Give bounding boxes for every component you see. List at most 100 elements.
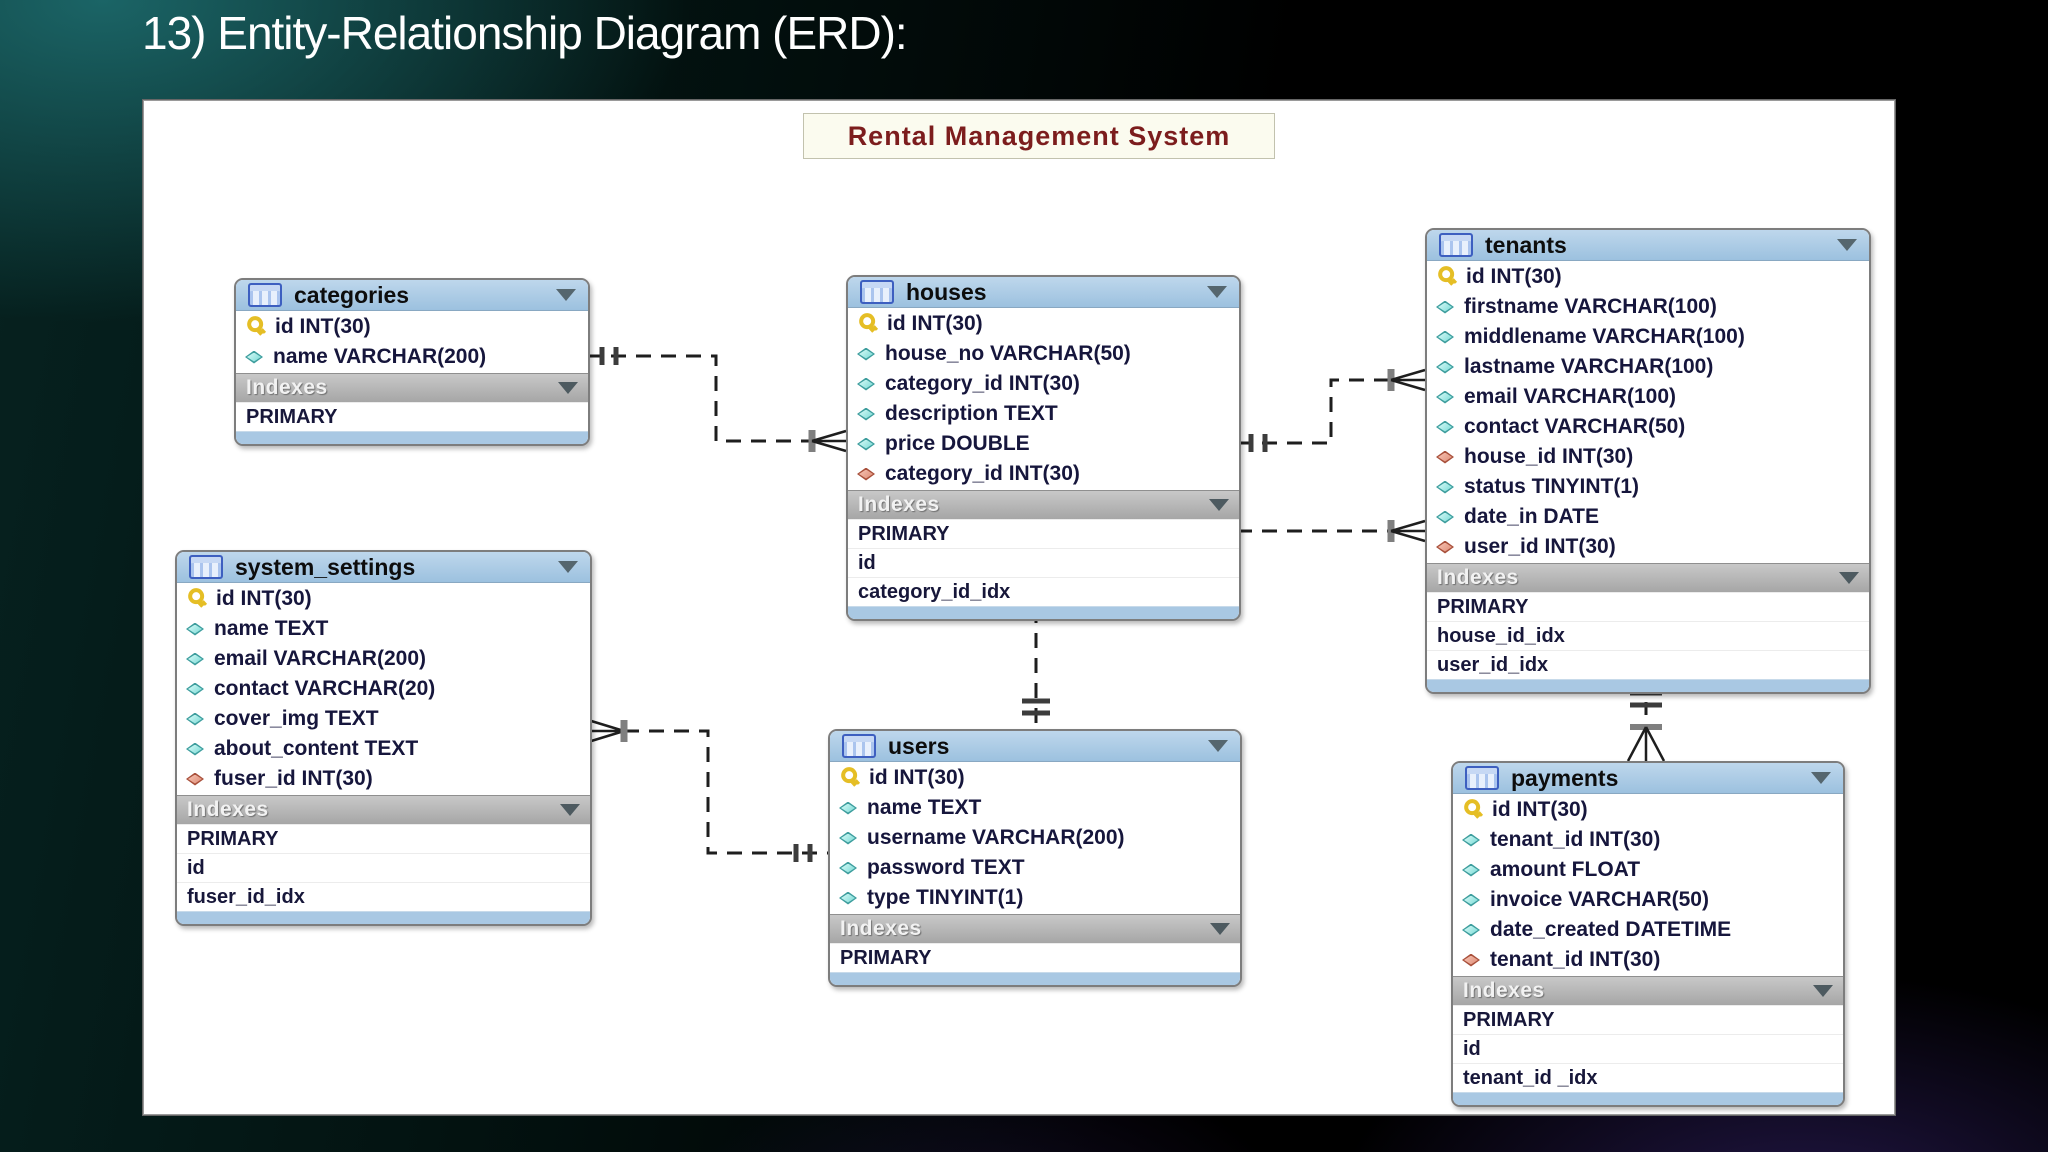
index-row: PRIMARY — [830, 943, 1240, 972]
indexes-section-header[interactable]: Indexes — [848, 490, 1239, 519]
column-row: id INT(30) — [177, 584, 590, 614]
column-row: category_id INT(30) — [848, 369, 1239, 399]
column-row: user_id INT(30) — [1427, 532, 1869, 562]
index-row: id — [1453, 1034, 1843, 1063]
collapse-arrow-icon[interactable] — [1811, 772, 1831, 784]
column-icon — [1462, 923, 1480, 937]
column-row: id INT(30) — [1453, 795, 1843, 825]
relationship-houses-tenants[interactable] — [1237, 368, 1426, 452]
column-icon — [186, 622, 204, 636]
primary-key-icon — [1458, 796, 1486, 824]
table-footer — [236, 431, 588, 444]
table-header-payments: payments — [1453, 763, 1843, 794]
column-row: password TEXT — [830, 853, 1240, 883]
column-row: tenant_id INT(30) — [1453, 825, 1843, 855]
entity-table-houses[interactable]: houses id INT(30) house_no VARCHAR(50) c… — [846, 275, 1241, 621]
table-icon — [1439, 233, 1473, 257]
column-row: contact VARCHAR(50) — [1427, 412, 1869, 442]
index-row: PRIMARY — [236, 402, 588, 431]
index-row: house_id_idx — [1427, 621, 1869, 650]
column-icon — [1462, 893, 1480, 907]
foreign-key-icon — [1462, 953, 1480, 967]
column-row: username VARCHAR(200) — [830, 823, 1240, 853]
column-row: id INT(30) — [848, 309, 1239, 339]
primary-key-icon — [853, 310, 881, 338]
primary-key-icon — [241, 313, 269, 341]
column-row: cover_img TEXT — [177, 704, 590, 734]
index-row: user_id_idx — [1427, 650, 1869, 679]
table-header-system-settings: system_settings — [177, 552, 590, 583]
index-row: fuser_id_idx — [177, 882, 590, 911]
column-row: tenant_id INT(30) — [1453, 945, 1843, 975]
entity-table-tenants[interactable]: tenants id INT(30) firstname VARCHAR(100… — [1425, 228, 1871, 694]
table-footer — [1453, 1092, 1843, 1105]
collapse-arrow-icon[interactable] — [556, 289, 576, 301]
entity-table-users[interactable]: users id INT(30) name TEXT username VARC… — [828, 729, 1242, 987]
foreign-key-icon — [1436, 540, 1454, 554]
indexes-section-header[interactable]: Indexes — [1427, 563, 1869, 592]
column-icon — [857, 437, 875, 451]
column-icon — [839, 831, 857, 845]
relationship-users-tenants-horizontal[interactable] — [1237, 519, 1426, 543]
collapse-arrow-icon[interactable] — [1813, 985, 1833, 997]
table-footer — [848, 606, 1239, 619]
collapse-arrow-icon[interactable] — [558, 561, 578, 573]
table-title: categories — [294, 281, 410, 308]
indexes-section-header[interactable]: Indexes — [177, 795, 590, 824]
entity-table-payments[interactable]: payments id INT(30) tenant_id INT(30) am… — [1451, 761, 1845, 1107]
column-icon — [839, 861, 857, 875]
foreign-key-icon — [186, 772, 204, 786]
column-row: price DOUBLE — [848, 429, 1239, 459]
table-title: tenants — [1485, 231, 1567, 258]
collapse-arrow-icon[interactable] — [1839, 572, 1859, 584]
index-row: id — [848, 548, 1239, 577]
entity-table-categories[interactable]: categories id INT(30) name VARCHAR(200) … — [234, 278, 590, 446]
collapse-arrow-icon[interactable] — [560, 804, 580, 816]
column-row: status TINYINT(1) — [1427, 472, 1869, 502]
column-icon — [1436, 390, 1454, 404]
column-icon — [839, 891, 857, 905]
indexes-section-header[interactable]: Indexes — [1453, 976, 1843, 1005]
collapse-arrow-icon[interactable] — [1209, 499, 1229, 511]
page-title: 13) Entity-Relationship Diagram (ERD): — [142, 7, 908, 59]
collapse-arrow-icon[interactable] — [1208, 740, 1228, 752]
table-header-categories: categories — [236, 280, 588, 311]
table-icon — [860, 280, 894, 304]
collapse-arrow-icon[interactable] — [1837, 239, 1857, 251]
column-row: about_content TEXT — [177, 734, 590, 764]
column-icon — [857, 347, 875, 361]
column-icon — [186, 652, 204, 666]
column-row: id INT(30) — [1427, 262, 1869, 292]
relationship-users-system-settings[interactable] — [587, 718, 828, 862]
relationship-users-tenants-vertical[interactable] — [1022, 608, 1050, 729]
table-title: houses — [906, 278, 987, 305]
index-row: PRIMARY — [177, 824, 590, 853]
column-row: amount FLOAT — [1453, 855, 1843, 885]
entity-table-system-settings[interactable]: system_settings id INT(30) name TEXT ema… — [175, 550, 592, 926]
collapse-arrow-icon[interactable] — [558, 382, 578, 394]
indexes-section-header[interactable]: Indexes — [236, 373, 588, 402]
collapse-arrow-icon[interactable] — [1207, 286, 1227, 298]
foreign-key-icon — [1436, 450, 1454, 464]
column-icon — [1436, 420, 1454, 434]
primary-key-icon — [1432, 263, 1460, 291]
column-icon — [1436, 360, 1454, 374]
column-row: email VARCHAR(200) — [177, 644, 590, 674]
column-icon — [857, 377, 875, 391]
table-footer — [1427, 679, 1869, 692]
column-icon — [1436, 480, 1454, 494]
diagram-title: Rental Management System — [847, 120, 1231, 151]
index-row: PRIMARY — [1427, 592, 1869, 621]
column-row: house_id INT(30) — [1427, 442, 1869, 472]
index-row: PRIMARY — [1453, 1005, 1843, 1034]
table-header-tenants: tenants — [1427, 230, 1869, 261]
column-row: middlename VARCHAR(100) — [1427, 322, 1869, 352]
column-row: date_in DATE — [1427, 502, 1869, 532]
column-row: fuser_id INT(30) — [177, 764, 590, 794]
column-row: invoice VARCHAR(50) — [1453, 885, 1843, 915]
collapse-arrow-icon[interactable] — [1210, 923, 1230, 935]
relationship-categories-houses[interactable] — [586, 347, 847, 453]
indexes-section-header[interactable]: Indexes — [830, 914, 1240, 943]
column-row: id INT(30) — [830, 763, 1240, 793]
primary-key-icon — [182, 585, 210, 613]
